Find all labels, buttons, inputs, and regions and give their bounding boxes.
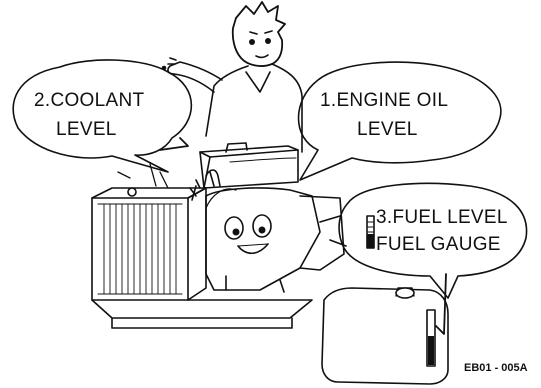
engine-oil-label-line2: LEVEL <box>357 118 418 141</box>
fuel-label-line1: 3.FUEL LEVEL <box>376 206 508 229</box>
fuel-label-line2: FUEL GAUGE <box>376 233 501 256</box>
fuel-gauge-icon <box>367 216 374 248</box>
coolant-speech-bubble <box>13 60 191 172</box>
coolant-label-line1: 2.COOLANT <box>34 89 144 112</box>
coolant-label-line2: LEVEL <box>56 118 117 141</box>
engine-oil-label-line1: 1.ENGINE OIL <box>320 89 448 112</box>
fuel-tank <box>322 288 448 384</box>
engine-oil-tank <box>200 143 298 188</box>
radiator <box>92 188 206 300</box>
engine-base <box>92 300 312 328</box>
mechanic-figure <box>163 2 303 152</box>
figure-code: EB01 - 005A <box>464 362 528 374</box>
